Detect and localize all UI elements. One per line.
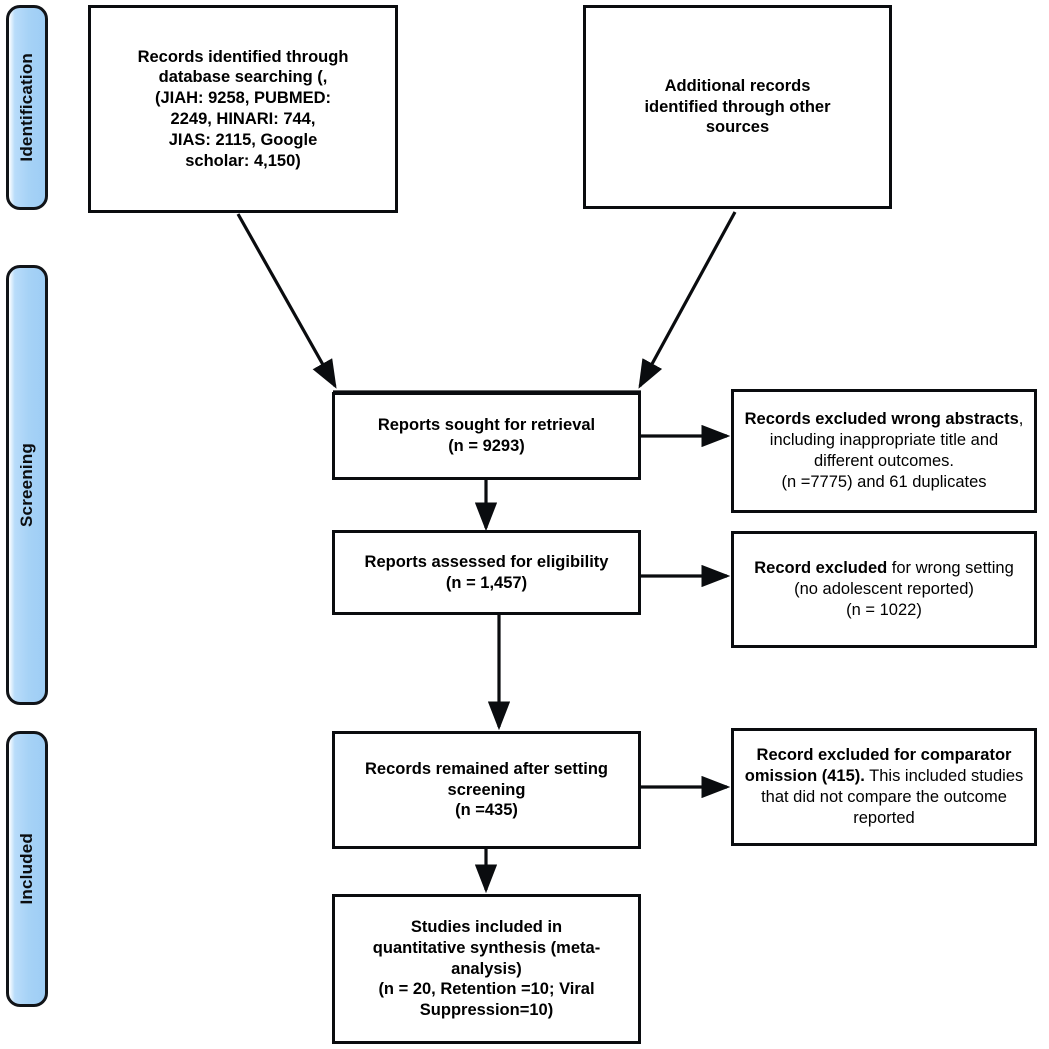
arrow-identified-to-sought	[236, 213, 337, 389]
excluded-comparator-rest: This included studies that did not compa…	[761, 767, 1024, 827]
excluded-abstracts-rest: , including inappropriate title and diff…	[769, 410, 1024, 470]
box-records-identified-text: Records identified through database sear…	[137, 47, 349, 170]
excluded-comparator-lead: Record excluded for comparator omission …	[744, 746, 1012, 786]
box-reports-sought-text: Reports sought for retrieval (n = 9293)	[377, 416, 596, 455]
box-record-excluded-wrong-setting: Record excluded for wrong setting (no ad…	[731, 531, 1037, 648]
box-records-remained-after-setting-screening: Records remained after setting screening…	[332, 731, 641, 849]
box-studies-included-text: Studies included in quantitative synthes…	[372, 918, 601, 1020]
phase-label-included: Included	[17, 833, 36, 905]
box-additional-records-other-sources: Additional records identified through ot…	[583, 5, 892, 209]
phase-bar-identification: Identification	[6, 5, 48, 210]
box-records-identified-database: Records identified through database sear…	[88, 5, 398, 213]
box-records-excluded-abstracts-text: Records excluded wrong abstracts, includ…	[742, 409, 1026, 492]
box-record-excluded-comparator-omission: Record excluded for comparator omission …	[731, 728, 1037, 846]
phase-label-identification: Identification	[17, 53, 36, 162]
box-records-remained-text: Records remained after setting screening…	[365, 759, 608, 820]
excluded-abstracts-tail: (n =7775) and 61 duplicates	[781, 472, 987, 491]
excluded-setting-lead: Record excluded	[754, 559, 888, 578]
excluded-setting-rest: for wrong setting (no adolescent reporte…	[794, 559, 1014, 599]
box-reports-assessed-text: Reports assessed for eligibility (n = 1,…	[364, 552, 609, 592]
arrow-additional-to-sought	[638, 211, 737, 389]
box-reports-assessed-for-eligibility: Reports assessed for eligibility (n = 1,…	[332, 530, 641, 615]
phase-label-screening: Screening	[17, 443, 36, 527]
box-additional-records-text: Additional records identified through ot…	[644, 76, 831, 137]
excluded-setting-tail: (n = 1022)	[846, 600, 922, 619]
excluded-abstracts-lead: Records excluded wrong abstracts	[744, 410, 1019, 429]
phase-bar-screening: Screening	[6, 265, 48, 705]
box-records-excluded-wrong-abstracts: Records excluded wrong abstracts, includ…	[731, 389, 1037, 513]
box-record-excluded-comparator-text: Record excluded for comparator omission …	[742, 745, 1026, 828]
phase-bar-included: Included	[6, 731, 48, 1007]
box-record-excluded-setting-text: Record excluded for wrong setting (no ad…	[742, 558, 1026, 620]
box-studies-included-quantitative-synthesis: Studies included in quantitative synthes…	[332, 894, 641, 1044]
box-reports-sought-for-retrieval: Reports sought for retrieval (n = 9293)	[332, 392, 641, 480]
